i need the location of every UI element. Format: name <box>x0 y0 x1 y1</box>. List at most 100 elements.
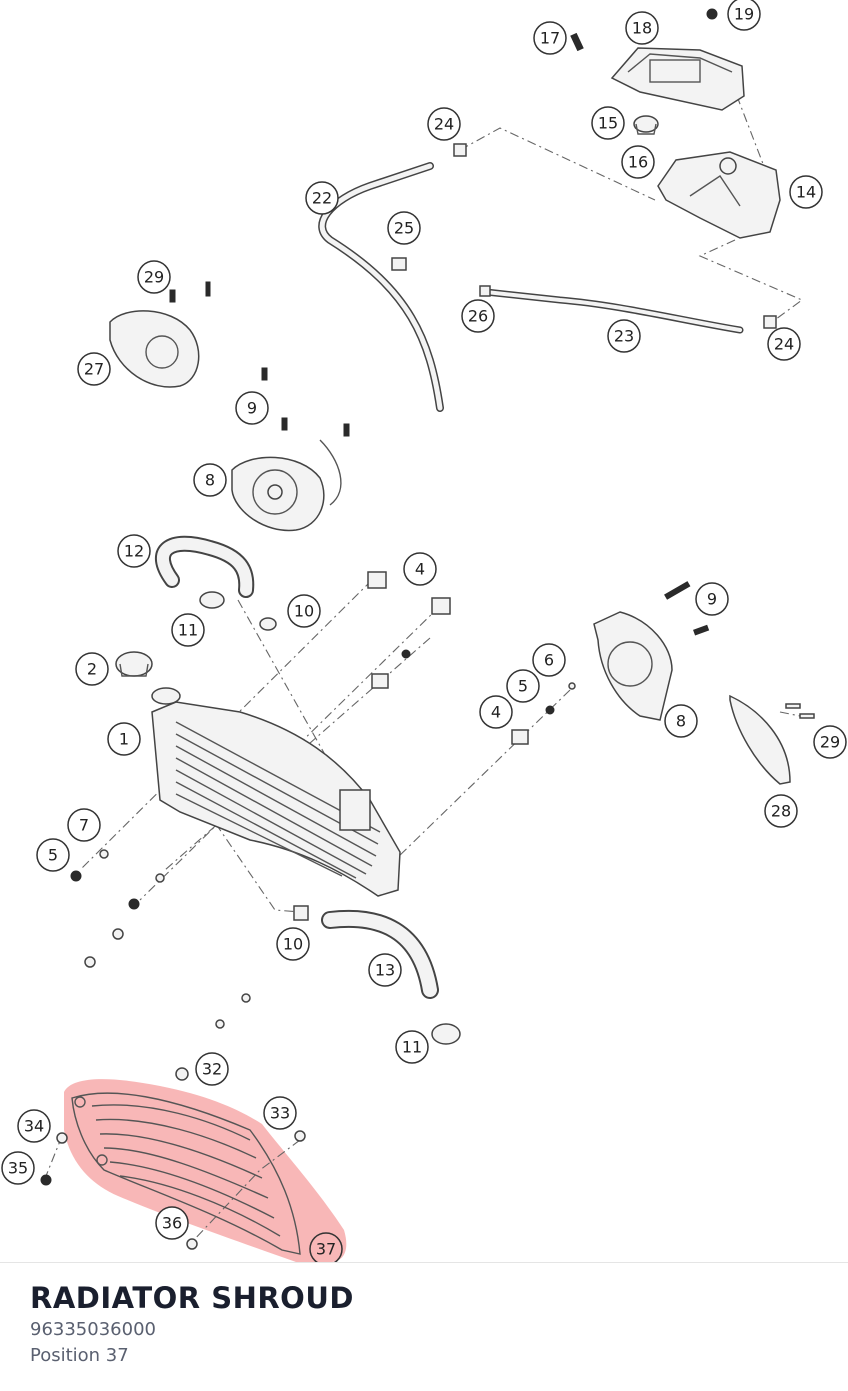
callout-17[interactable]: 17 <box>533 21 567 55</box>
expansion-tank-cover[interactable] <box>610 47 745 111</box>
expansion-tank[interactable] <box>657 151 781 239</box>
callout-label: 22 <box>312 189 332 208</box>
callout-36[interactable]: 36 <box>155 1206 189 1240</box>
screw-9c[interactable] <box>343 423 350 437</box>
callout-24[interactable]: 24 <box>427 107 461 141</box>
screw-9a[interactable] <box>261 367 268 381</box>
callout-13[interactable]: 13 <box>368 953 402 987</box>
callout-2[interactable]: 2 <box>75 652 109 686</box>
screw-9d[interactable] <box>664 581 691 600</box>
callout-19[interactable]: 19 <box>727 0 761 31</box>
callout-22[interactable]: 22 <box>305 181 339 215</box>
callout-37[interactable]: 37 <box>309 1232 343 1262</box>
nut-f[interactable] <box>241 993 251 1003</box>
callout-6[interactable]: 6 <box>532 643 566 677</box>
nut-5c[interactable] <box>70 870 82 882</box>
callout-16[interactable]: 16 <box>621 145 655 179</box>
screw-29b[interactable] <box>205 281 211 297</box>
grommet-4a[interactable] <box>367 571 387 589</box>
radiator-fan-8a[interactable] <box>231 439 342 532</box>
callout-11[interactable]: 11 <box>395 1030 429 1064</box>
callout-18[interactable]: 18 <box>625 11 659 45</box>
hose-clamp-11a[interactable] <box>199 591 225 609</box>
screw-36[interactable] <box>186 1238 198 1250</box>
hose-clamp-11b[interactable] <box>431 1023 461 1045</box>
leader-lines <box>45 77 811 1243</box>
part-number: 96335036000 <box>30 1319 156 1340</box>
callout-27[interactable]: 27 <box>77 352 111 386</box>
nut-c[interactable] <box>112 928 124 940</box>
callout-5[interactable]: 5 <box>506 669 540 703</box>
grommet-4c[interactable] <box>371 673 389 689</box>
clip-24b[interactable] <box>763 315 777 329</box>
callout-4[interactable]: 4 <box>479 695 513 729</box>
callout-12[interactable]: 12 <box>117 534 151 568</box>
callout-label: 12 <box>124 542 144 561</box>
bolt-19[interactable] <box>706 8 718 20</box>
radiator-shroud-37[interactable] <box>71 1092 301 1255</box>
callout-25[interactable]: 25 <box>387 211 421 245</box>
callout-28[interactable]: 28 <box>764 794 798 828</box>
hose-clamp-10b[interactable] <box>293 905 309 921</box>
callout-24[interactable]: 24 <box>767 327 801 361</box>
nut-e[interactable] <box>215 1019 225 1029</box>
clip-25[interactable] <box>391 257 407 271</box>
nut-b[interactable] <box>128 898 140 910</box>
clip-26[interactable] <box>479 285 491 297</box>
callout-34[interactable]: 34 <box>17 1109 51 1143</box>
washer-5b[interactable] <box>545 705 555 715</box>
callout-label: 35 <box>8 1159 28 1178</box>
radiator-core[interactable] <box>151 687 401 897</box>
radiator-shroud-highlight[interactable] <box>64 1079 347 1262</box>
callout-7[interactable]: 7 <box>67 808 101 842</box>
fan-cover-28[interactable] <box>729 694 791 785</box>
screw-29a[interactable] <box>169 289 176 303</box>
fan-cover-27[interactable] <box>109 310 200 388</box>
washer-6[interactable] <box>568 682 576 690</box>
callout-9[interactable]: 9 <box>695 582 729 616</box>
washer-7[interactable] <box>99 849 109 859</box>
screw-9e[interactable] <box>693 624 710 636</box>
callout-11[interactable]: 11 <box>171 613 205 647</box>
bushing-34[interactable] <box>56 1132 68 1144</box>
callout-1[interactable]: 1 <box>107 722 141 756</box>
callout-8[interactable]: 8 <box>193 463 227 497</box>
washer-7b[interactable] <box>155 873 165 883</box>
callout-14[interactable]: 14 <box>789 175 823 209</box>
nut-d[interactable] <box>84 956 96 968</box>
bolt-17[interactable] <box>570 32 584 52</box>
tank-cap[interactable] <box>633 115 659 135</box>
screw-29c[interactable] <box>785 703 801 709</box>
callout-23[interactable]: 23 <box>607 319 641 353</box>
nut-35[interactable] <box>40 1174 52 1186</box>
clip-24a[interactable] <box>453 143 467 157</box>
callout-label: 4 <box>415 560 425 579</box>
callout-35[interactable]: 35 <box>1 1151 35 1185</box>
screw-9b[interactable] <box>281 417 288 431</box>
washer-5a[interactable] <box>401 649 411 659</box>
callout-29[interactable]: 29 <box>137 260 171 294</box>
callout-8[interactable]: 8 <box>664 704 698 738</box>
grommet-4b[interactable] <box>431 597 451 615</box>
callout-4[interactable]: 4 <box>403 552 437 586</box>
callout-29[interactable]: 29 <box>813 725 847 759</box>
hose-clamp-10a[interactable] <box>259 617 277 631</box>
callout-5[interactable]: 5 <box>36 838 70 872</box>
callout-9[interactable]: 9 <box>235 391 269 425</box>
rubber-32[interactable] <box>175 1067 189 1081</box>
callout-33[interactable]: 33 <box>263 1096 297 1130</box>
callout-label: 24 <box>774 335 794 354</box>
callout-10[interactable]: 10 <box>276 927 310 961</box>
callout-label: 5 <box>48 846 58 865</box>
screw-29d[interactable] <box>799 713 815 719</box>
radiator-fan-8b[interactable] <box>593 611 673 721</box>
callout-26[interactable]: 26 <box>461 299 495 333</box>
callout-32[interactable]: 32 <box>195 1052 229 1086</box>
washer-33[interactable] <box>294 1130 306 1142</box>
callout-15[interactable]: 15 <box>591 106 625 140</box>
grommet-4d[interactable] <box>511 729 529 745</box>
callout-label: 29 <box>144 268 164 287</box>
radiator-cap[interactable] <box>115 651 153 677</box>
callout-10[interactable]: 10 <box>287 594 321 628</box>
callout-label: 1 <box>119 730 129 749</box>
